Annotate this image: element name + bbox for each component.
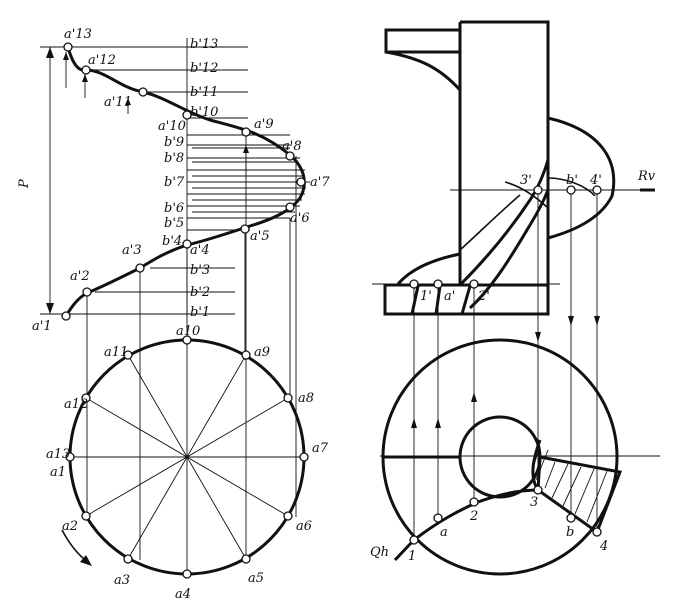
right-points: [409, 185, 602, 545]
label-b7p: b'7: [164, 175, 185, 190]
label-a6p: a'6: [290, 211, 310, 226]
left-helix-view: P a'13 a'12 a'11 b'10 a'10 a'9 b'9 b'8 a…: [17, 27, 330, 602]
label-a8p: a'8: [282, 139, 302, 154]
label-qh: Qh: [370, 545, 389, 560]
bottom-slab: [383, 283, 550, 316]
label-a9: a9: [254, 345, 270, 360]
level-lines: [66, 46, 310, 315]
right-helix-edge: [547, 116, 616, 240]
label-b6p: b'6: [164, 201, 184, 216]
label-a8: a8: [298, 391, 314, 406]
label-4p: 4': [589, 173, 602, 188]
rotation-arrow: [61, 529, 92, 566]
label-a3p: a'3: [122, 243, 142, 258]
plan-inner-circle: [458, 415, 542, 499]
label-a: a: [440, 525, 448, 540]
direction-arrows: [63, 52, 249, 172]
helix-hatching: [192, 147, 306, 213]
label-a10p: a'10: [158, 119, 186, 134]
label-1p: 1': [420, 289, 432, 304]
label-a12: a12: [64, 397, 88, 412]
central-column: [460, 20, 550, 287]
label-a5: a5: [248, 571, 264, 586]
plan-points: [65, 335, 309, 579]
front-helix-inner: [468, 189, 550, 310]
label-b11p: b'11: [190, 85, 218, 100]
label-bp: b': [566, 173, 578, 188]
label-a13p: a'13: [64, 27, 92, 42]
left-helix-edge: [396, 252, 461, 285]
pitch-dimension: [40, 46, 68, 315]
front-helix-mid: [459, 194, 521, 251]
upper-helix-edge: [385, 50, 462, 92]
label-a2p: a'2: [70, 269, 90, 284]
label-a13: a13: [46, 447, 70, 462]
label-a12p: a'12: [88, 53, 116, 68]
label-a10: a10: [176, 324, 200, 339]
label-a11: a11: [104, 345, 128, 360]
label-1: 1: [408, 549, 416, 564]
label-a9p: a'9: [254, 117, 274, 132]
label-a7: a7: [312, 441, 329, 456]
label-a5p: a'5: [250, 229, 270, 244]
plan-radii: [70, 340, 304, 574]
label-4: 4: [599, 539, 608, 554]
label-b12p: b'12: [190, 61, 218, 76]
hatched-section: [531, 439, 623, 535]
label-a6: a6: [296, 519, 312, 534]
label-b10p: b'10: [190, 105, 218, 120]
label-a11p: a'11: [104, 95, 132, 110]
label-b13p: b'13: [190, 37, 218, 52]
label-a4: a4: [175, 587, 191, 602]
label-b9p: b'9: [164, 135, 184, 150]
label-b2p: b'2: [190, 285, 210, 300]
projection-lines: [86, 132, 297, 560]
label-a3: a3: [114, 573, 130, 588]
pitch-label: P: [17, 179, 32, 189]
label-rv: Rv: [637, 169, 656, 184]
label-b5p: b'5: [164, 216, 184, 231]
right-surface-view: Rv Qh 3' b' 4' 1' a' 2' 1 a 2 3 b 4: [370, 20, 660, 576]
label-2: 2: [469, 509, 478, 524]
label-a2: a2: [62, 519, 78, 534]
label-a7p: a'7: [310, 175, 330, 190]
label-3p: 3': [520, 173, 532, 188]
label-ap: a': [444, 289, 455, 304]
qh-trace: [393, 540, 414, 562]
label-2p: 2': [477, 289, 490, 304]
label-b8p: b'8: [164, 151, 184, 166]
helix-front-points: [61, 42, 306, 321]
label-b4p: b'4: [162, 234, 182, 249]
label-a1: a1: [50, 465, 66, 480]
label-b1p: b'1: [190, 305, 210, 320]
label-3: 3: [530, 495, 538, 510]
helix-curve: [64, 46, 306, 317]
label-a4p: a'4: [190, 243, 210, 258]
label-b3p: b'3: [190, 263, 210, 278]
inner-edge: [547, 177, 596, 197]
label-a1p: a'1: [32, 319, 52, 334]
inner-edge-2: [504, 181, 549, 209]
front-helix-outer: [458, 159, 550, 287]
label-b: b: [566, 525, 574, 540]
top-slab: [384, 28, 462, 54]
